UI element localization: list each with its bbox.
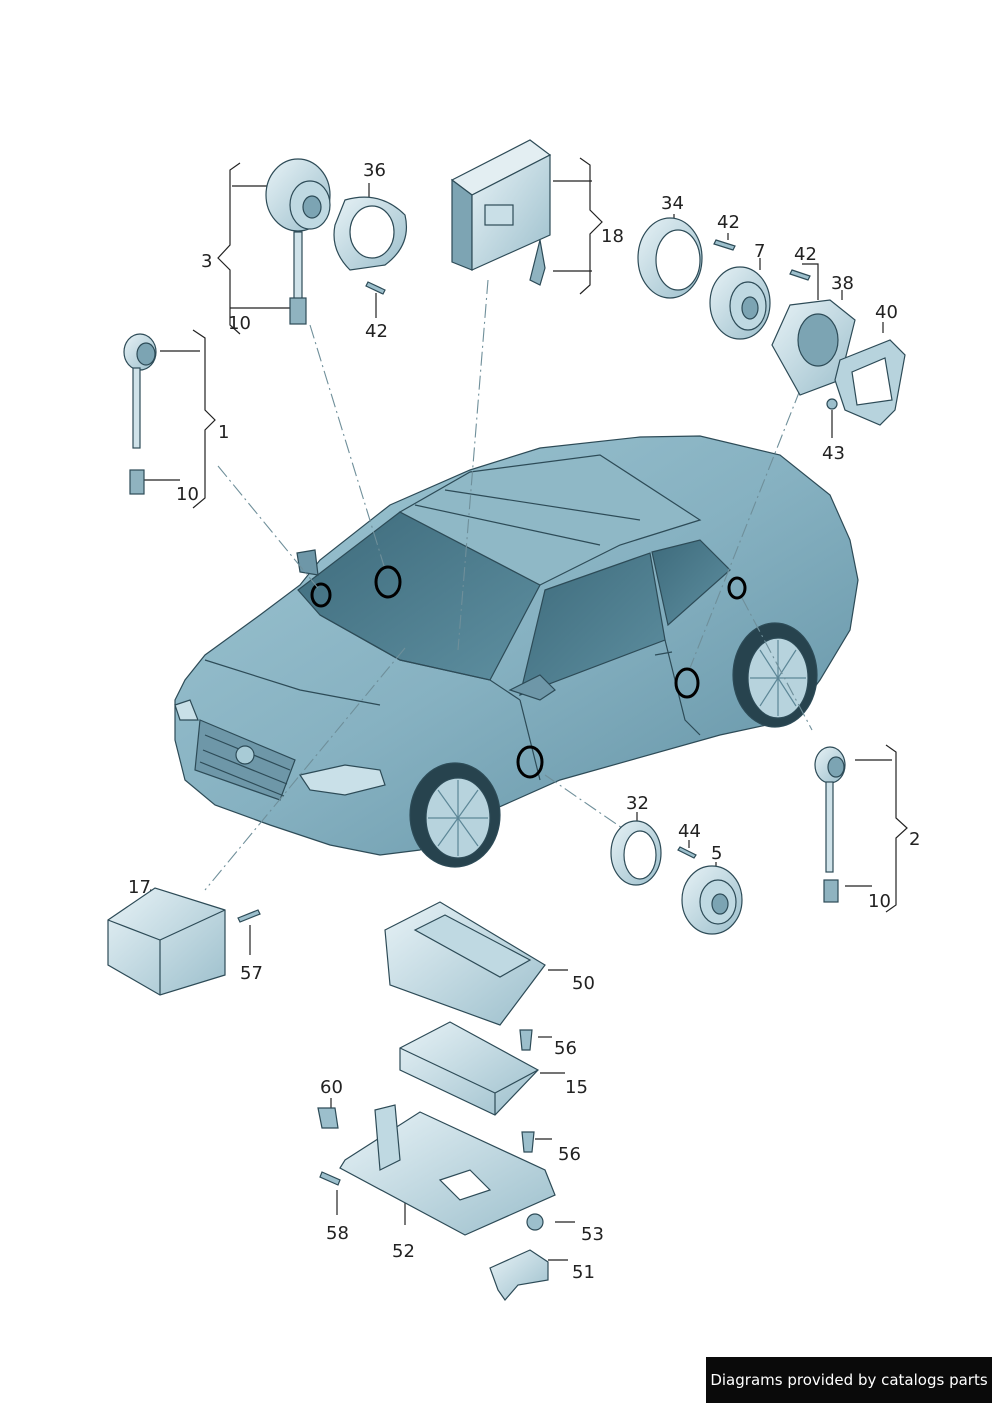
screw-60 (317, 1107, 339, 1129)
cover-50 (384, 901, 546, 1026)
callout-56-lower: 56 (558, 1144, 581, 1165)
screw-42b (713, 239, 736, 251)
screw-58 (319, 1171, 341, 1186)
callout-15: 15 (565, 1077, 588, 1098)
leader-lines (204, 279, 813, 891)
trim-ring-36 (333, 196, 407, 271)
callout-57: 57 (240, 963, 263, 984)
callout-58: 58 (326, 1223, 349, 1244)
callout-43: 43 (822, 443, 845, 464)
credit-banner: Diagrams provided by catalogs parts (706, 1357, 992, 1403)
bracket-51 (489, 1249, 549, 1301)
callout-5: 5 (711, 843, 723, 864)
callout-10-top: 10 (228, 313, 251, 334)
brackets (140, 157, 908, 1261)
speaker-5 (681, 865, 743, 935)
callout-3: 3 (201, 251, 213, 272)
location-markers (310, 565, 747, 779)
callout-10-left: 10 (176, 484, 199, 505)
frame-40 (834, 339, 906, 426)
screw-56b (521, 1131, 535, 1153)
ring-32 (610, 820, 662, 886)
nut-43 (826, 398, 838, 410)
callout-38: 38 (831, 273, 854, 294)
marker-door-rear (674, 667, 700, 699)
marker-door-left-front (310, 582, 332, 608)
callout-18: 18 (601, 226, 624, 247)
marker-rear-left (727, 576, 747, 600)
callout-1: 1 (218, 422, 230, 443)
screw-57 (237, 909, 261, 923)
car-illustration (174, 435, 859, 868)
control-unit-17 (107, 887, 226, 996)
control-unit-18 (450, 139, 552, 286)
callout-42-mid: 42 (717, 212, 740, 233)
callout-7: 7 (754, 241, 766, 262)
speaker-7 (709, 266, 771, 340)
parts (107, 139, 906, 1301)
callout-34: 34 (661, 193, 684, 214)
callout-10-right: 10 (868, 891, 891, 912)
screw-42a (365, 281, 386, 295)
nut-53 (526, 1213, 544, 1231)
callout-42-top: 42 (365, 321, 388, 342)
screw-56a (519, 1029, 533, 1051)
speaker-1 (123, 333, 157, 495)
marker-dash-center (374, 565, 402, 599)
callout-36: 36 (363, 160, 386, 181)
speaker-2 (814, 746, 846, 903)
callout-60: 60 (320, 1077, 343, 1098)
screw-44 (677, 846, 697, 859)
callout-50: 50 (572, 973, 595, 994)
marker-door-front-low (516, 745, 544, 779)
callout-52: 52 (392, 1241, 415, 1262)
screw-42c (789, 269, 811, 281)
bracket-plate-52 (339, 1104, 556, 1236)
callout-56-upper: 56 (554, 1038, 577, 1059)
speaker-3 (265, 158, 331, 325)
ring-34 (637, 217, 703, 299)
callout-51: 51 (572, 1262, 595, 1283)
callout-32: 32 (626, 793, 649, 814)
callout-40: 40 (875, 302, 898, 323)
callout-42-right: 42 (794, 244, 817, 265)
callout-17: 17 (128, 877, 151, 898)
callout-53: 53 (581, 1224, 604, 1245)
amplifier-15 (399, 1021, 539, 1116)
callout-44: 44 (678, 821, 701, 842)
callout-2: 2 (909, 829, 921, 850)
